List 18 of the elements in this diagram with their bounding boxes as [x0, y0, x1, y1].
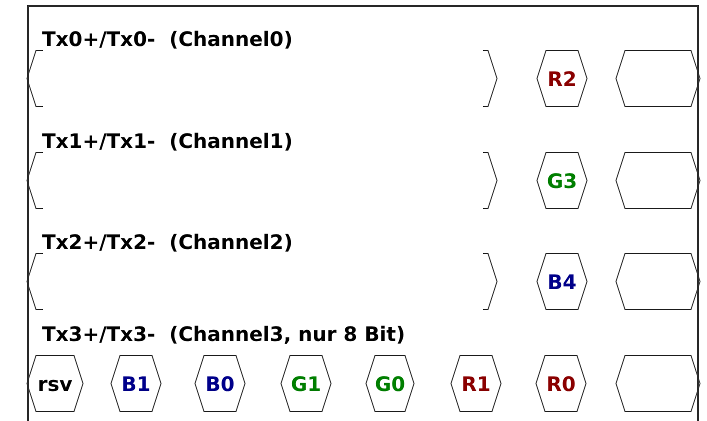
empty-bit-hexagon — [616, 50, 700, 107]
bit-hexagon: G0 — [366, 355, 414, 412]
bit-hexagon: B0 — [195, 355, 245, 412]
channel-title: Tx1+/Tx1- (Channel1) — [42, 130, 293, 152]
bit-hexagon: R1 — [451, 355, 501, 412]
channel-title: Tx3+/Tx3- (Channel3, nur 8 Bit) — [42, 323, 406, 345]
channel-title: Tx0+/Tx0- (Channel0) — [42, 28, 293, 50]
bit-hexagon: R2 — [537, 50, 587, 107]
empty-bit-hexagon — [616, 152, 700, 209]
channel-title: Tx2+/Tx2- (Channel2) — [42, 231, 293, 253]
empty-bit-hexagon — [616, 253, 700, 310]
bit-hexagon: B1 — [111, 355, 161, 412]
bit-hexagon: rsv — [27, 355, 83, 412]
bit-hexagon: B4 — [537, 253, 587, 310]
bit-hexagon: G1 — [281, 355, 331, 412]
bit-hexagon: G3 — [537, 152, 587, 209]
bit-hexagon: R0 — [536, 355, 586, 412]
empty-bit-hexagon — [616, 355, 700, 412]
